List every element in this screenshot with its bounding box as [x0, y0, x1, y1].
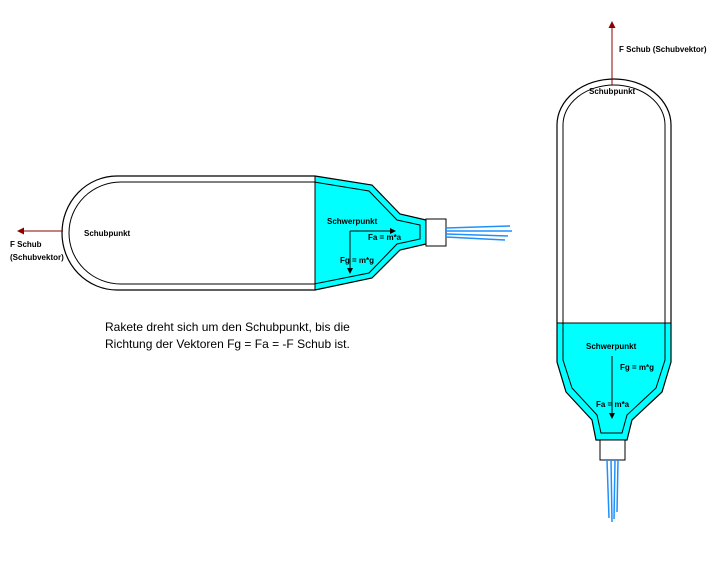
fg-label-horizontal: Fg = m*g — [340, 256, 374, 265]
bottle-outline-vertical — [556, 78, 672, 441]
fa-label-horizontal: Fa = m*a — [368, 233, 402, 242]
fg-label-vertical: Fg = m*g — [620, 363, 654, 372]
vertical-rocket: F Schub (Schubvektor) Schubpunkt Schwerp… — [556, 21, 707, 523]
caption-line1: Rakete dreht sich um den Schubpunkt, bis… — [105, 320, 350, 334]
water-jet-vertical — [606, 459, 619, 523]
caption: Rakete dreht sich um den Schubpunkt, bis… — [105, 320, 350, 351]
water-jet-horizontal — [445, 225, 512, 241]
nozzle-vertical — [599, 439, 626, 461]
thrust-point-label-vertical: Schubpunkt — [589, 87, 636, 96]
center-of-gravity-label-vertical: Schwerpunkt — [586, 342, 637, 351]
bottle-inner-outline-vertical — [562, 84, 666, 434]
horizontal-rocket: F Schub (Schubvektor) Schubpunkt Schwerp… — [10, 175, 512, 291]
thrust-label-line2-horizontal: (Schubvektor) — [10, 253, 64, 262]
bottle-outline-horizontal — [61, 175, 427, 291]
fa-label-vertical: Fa = m*a — [596, 400, 630, 409]
center-of-gravity-label-horizontal: Schwerpunkt — [327, 217, 378, 226]
thrust-label-vertical: F Schub (Schubvektor) — [619, 45, 707, 54]
thrust-point-label-horizontal: Schubpunkt — [84, 229, 131, 238]
caption-line2: Richtung der Vektoren Fg = Fa = -F Schub… — [105, 337, 350, 351]
nozzle-horizontal — [425, 218, 447, 247]
thrust-label-line1-horizontal: F Schub — [10, 240, 42, 249]
bottle-inner-outline-horizontal — [68, 181, 421, 285]
